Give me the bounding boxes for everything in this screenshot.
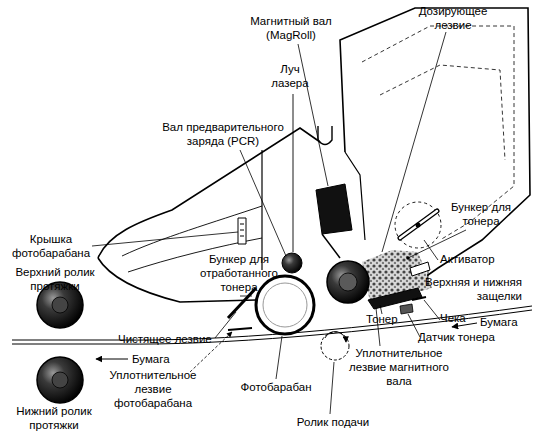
magnetic-roller [327,261,369,303]
laser-beam [293,94,294,252]
toner-hopper-outline [340,8,530,282]
activator-path [395,202,441,248]
laser-window [318,126,332,145]
part-label: Датчик тонера [418,330,528,344]
leader-line [240,296,252,297]
part-label: Уплотнительное лезвие магнитного вала [342,346,456,388]
upper-feed-roller-core [52,297,68,313]
leader-line [382,32,446,252]
part-label: Бумага [480,315,542,329]
leader-line [424,240,438,260]
magnetic-roller-core [339,273,357,291]
part-label: Чистящее лезвие [118,332,222,346]
toner-sensor [400,304,413,314]
paper-sheet [12,310,532,344]
leader-line [240,150,286,256]
pcr-roller [282,253,302,273]
waste-bin-wall [122,206,262,256]
part-label: Активатор [440,252,516,266]
feed-roller [321,332,349,360]
magroll-holder [322,234,340,258]
part-label: Крышка фотобарабана [6,232,96,260]
part-label: Уплотнительное лезвие фотобарабана [104,368,202,410]
leader-line [92,232,238,246]
part-label: Верхний ролик протяжки [6,265,104,293]
drum-cover-hinge [238,218,246,244]
part-label: Магнитный вал (MagRoll) [245,14,337,42]
part-label: Бункер для тонера [448,200,514,228]
leader-line [215,312,236,338]
part-label: Чека [440,311,480,325]
drum-seal-blade [228,328,252,330]
leader-dot [406,256,410,260]
leader-line [380,305,382,314]
part-label: Дозирующее лезвие [416,4,490,32]
photodrum [256,276,314,334]
leader-line [424,300,440,320]
photodrum-inner [263,283,307,327]
waste-bin-outline [98,128,320,258]
activator-axis [416,223,421,228]
magroll-seal-blade [368,288,422,309]
part-label: Нижний ролик протяжки [4,404,104,432]
hopper-inner-contour [380,65,505,160]
drum-cover-hinge-mark [240,224,244,236]
part-label: Вал предварительного заряда (PCR) [156,120,290,148]
part-label: Бункер для отработанного тонера [196,252,282,294]
part-label: Луч лазера [268,62,312,90]
paper-direction-arrow [96,359,128,360]
activator-bar [400,211,437,238]
lower-feed-roller-core [52,372,68,388]
lower-feed-roller [37,357,83,403]
part-label: Тонер [366,312,416,326]
leader-line [298,44,328,186]
waste-bin-wall [261,150,262,270]
part-label: Ролик подачи [288,415,378,429]
doctor-blade [316,184,352,234]
activator-bar-inner [400,211,437,238]
part-label: Фотобарабан [234,380,318,394]
leader-line [330,362,334,414]
safety-pin [412,297,426,300]
part-label: Верхняя и нижняя защелки [422,275,522,303]
latch [410,262,430,276]
leader-line [276,336,282,379]
part-label: Бумага [132,352,194,366]
